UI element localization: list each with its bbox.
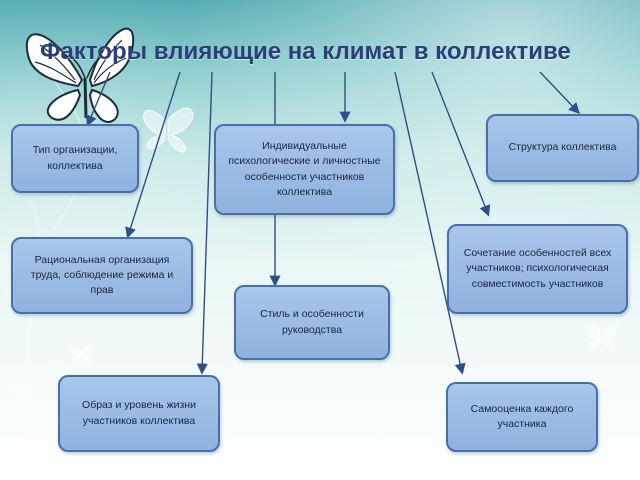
box-style: Стиль и особенности руководства: [234, 285, 390, 360]
box-self-esteem: Самооценка каждого участника: [446, 382, 598, 452]
box-lifestyle-label: Образ и уровень жизни участников коллект…: [82, 399, 196, 427]
box-individual-label: Индивидуальные психологические и личност…: [228, 140, 381, 198]
box-org-type: Тип организации, коллектива: [11, 124, 139, 193]
box-individual: Индивидуальные психологические и личност…: [214, 124, 395, 215]
box-structure-label: Структура коллектива: [508, 141, 617, 154]
arrow-to-org-type: [86, 71, 111, 127]
butterfly-icon: [143, 107, 194, 153]
box-style-label: Стиль и особенности руководства: [260, 308, 364, 336]
arrow-to-structure: [539, 71, 580, 115]
slide-title: Факторы влияющие на климат в коллективе: [40, 38, 571, 65]
arrow-to-combination: [431, 71, 491, 217]
box-structure: Структура коллектива: [486, 114, 639, 182]
box-org-type-label: Тип организации, коллектива: [32, 144, 118, 172]
box-self-esteem-label: Самооценка каждого участника: [470, 402, 574, 430]
arrow-to-self-esteem: [394, 71, 466, 375]
box-lifestyle: Образ и уровень жизни участников коллект…: [58, 375, 220, 452]
box-combination-label: Сочетание особенностей всех участников; …: [463, 247, 612, 290]
arrow-to-rational: [125, 71, 181, 239]
box-combination: Сочетание особенностей всех участников; …: [447, 224, 628, 314]
butterfly-icon: [71, 323, 618, 364]
box-rational-label: Рациональная организация труда, соблюден…: [30, 253, 174, 297]
box-rational: Рациональная организация труда, соблюден…: [11, 237, 193, 314]
arrow-to-lifestyle: [196, 71, 213, 375]
butterfly-icon: [25, 27, 135, 123]
